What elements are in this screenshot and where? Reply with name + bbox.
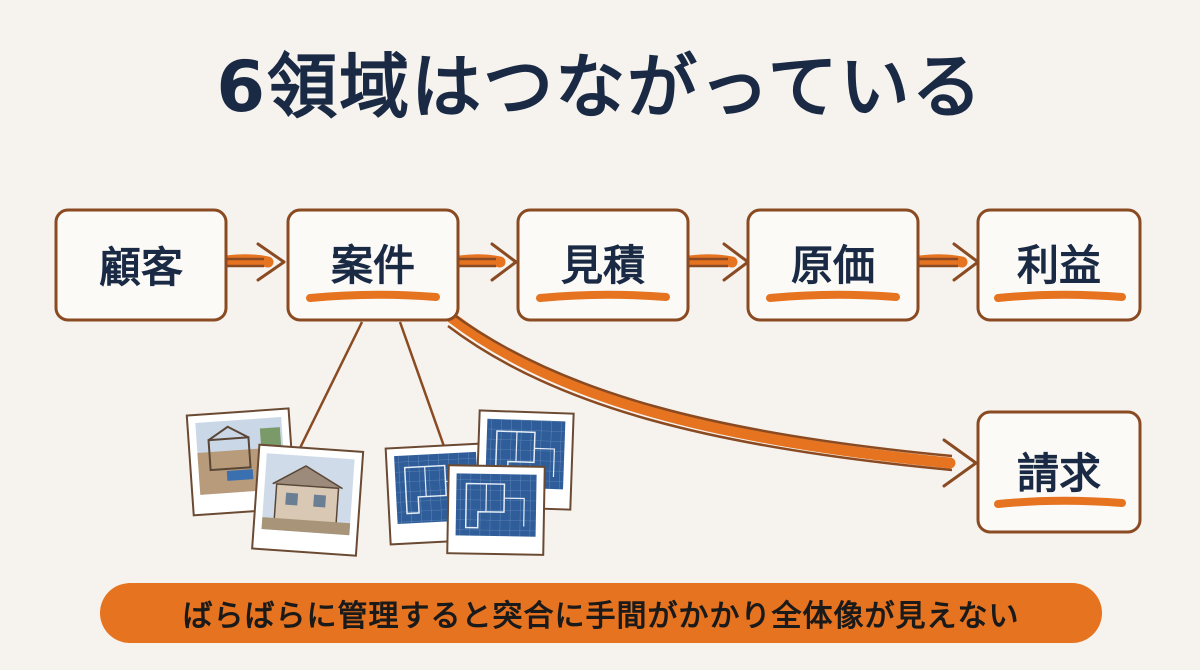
node-estimate-label: 見積 — [561, 241, 645, 290]
profit-underline — [994, 290, 1126, 302]
blueprint-photo-3 — [446, 464, 546, 556]
node-profit-label: 利益 — [1017, 241, 1101, 290]
arrow-customer-project — [220, 242, 286, 282]
warning-banner: ばらばらに管理すると突合に手間がかかり全体像が見えない — [100, 583, 1102, 643]
node-project-label: 案件 — [331, 241, 415, 290]
node-cost-label: 原価 — [791, 241, 875, 290]
connector-lines — [298, 321, 448, 453]
billing-underline — [994, 496, 1126, 508]
node-estimate: 見積 — [516, 208, 690, 322]
node-cost: 原価 — [746, 208, 920, 322]
node-customer: 顧客 — [54, 208, 228, 322]
node-customer-label: 顧客 — [99, 243, 183, 292]
house-photo — [251, 443, 365, 557]
arrow-estimate-cost — [684, 242, 750, 282]
node-profit: 利益 — [976, 208, 1142, 322]
arrow-project-billing — [446, 310, 978, 488]
page-title: 6領域はつながっている — [216, 46, 984, 128]
project-underline — [306, 290, 440, 302]
node-billing-label: 請求 — [1017, 449, 1101, 498]
node-billing: 請求 — [976, 410, 1142, 534]
cost-underline — [766, 290, 900, 302]
node-project: 案件 — [286, 208, 460, 322]
estimate-underline — [536, 290, 670, 302]
arrow-cost-profit — [914, 242, 980, 282]
arrow-project-estimate — [454, 242, 518, 282]
